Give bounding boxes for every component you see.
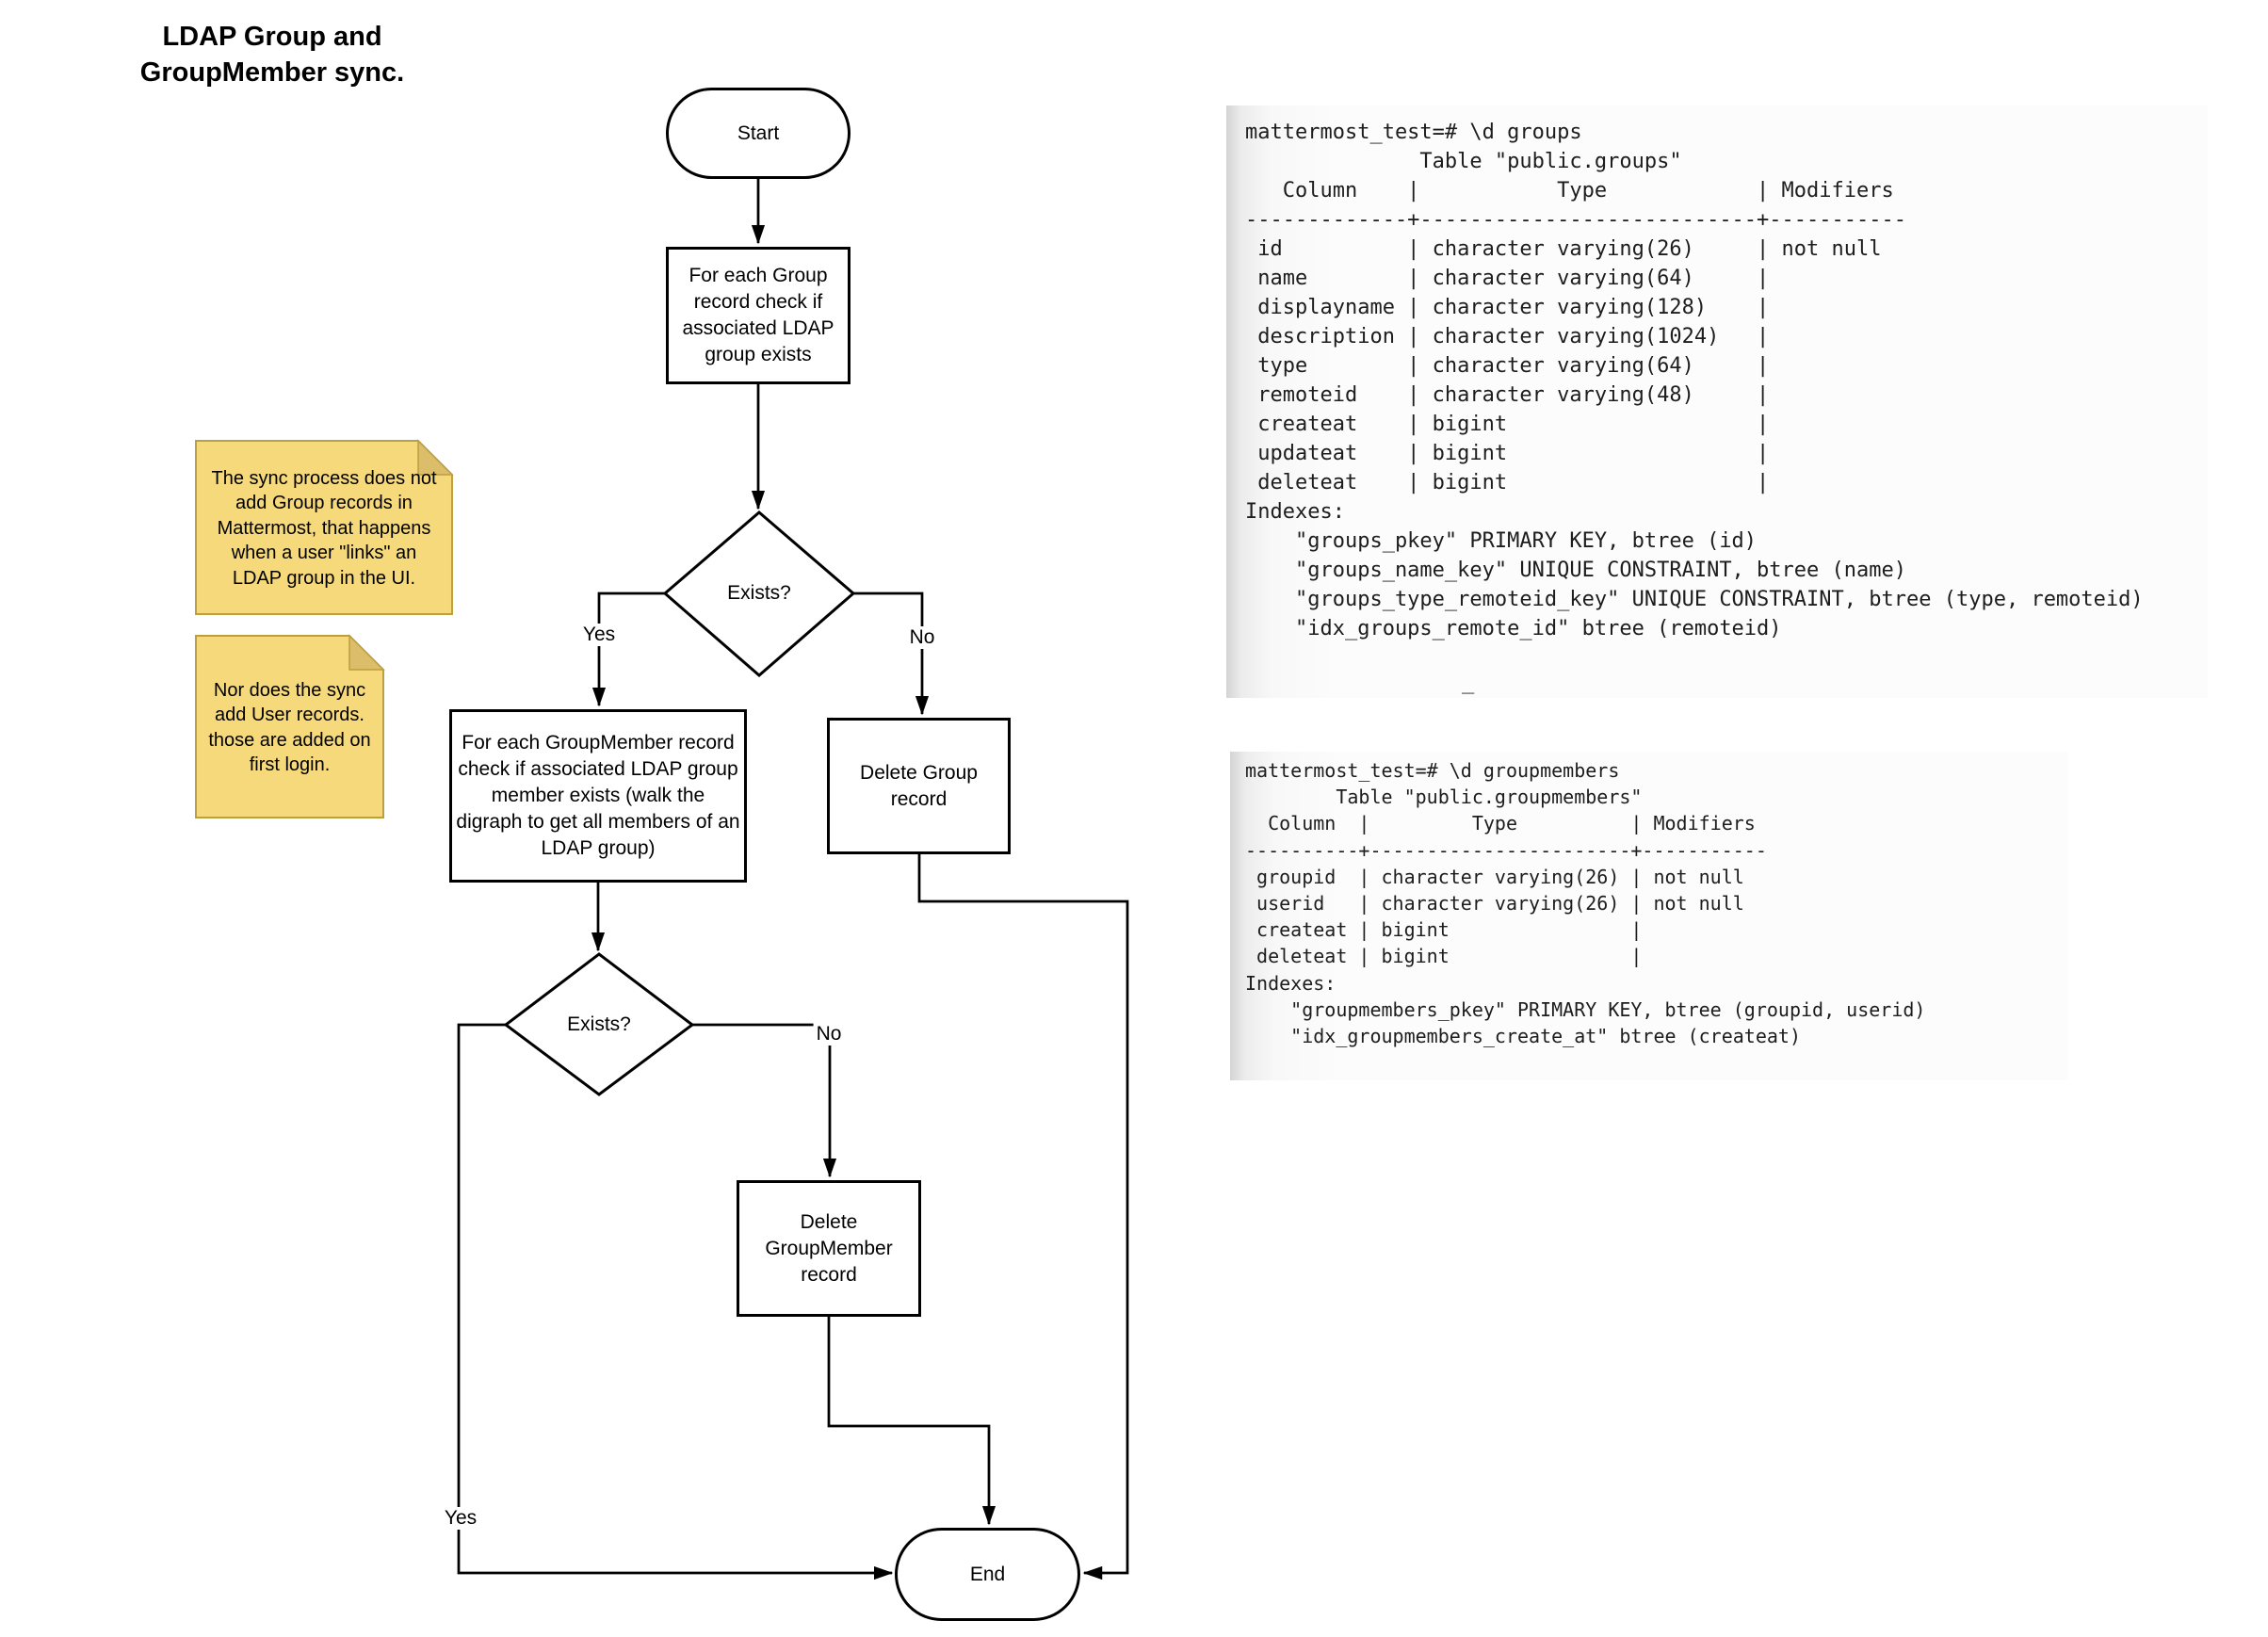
page-title: LDAP Group and GroupMember sync.	[139, 22, 405, 88]
connector-decision1-no-to-delete-group	[853, 592, 930, 716]
decision1-no-label: No	[906, 626, 938, 649]
psql-groupmembers-table-text: mattermost_test=# \d groupmembers Table …	[1245, 759, 1926, 1048]
decision2-label: Exists?	[567, 1013, 631, 1035]
flow-node-delete-groupmember-label: Delete GroupMember record	[765, 1210, 893, 1286]
connector-decision1-yes-to-step2	[591, 592, 665, 707]
sticky-note-1-text: The sync process does not add Group reco…	[211, 467, 437, 589]
decision2-diamond	[503, 952, 695, 1096]
connector-delete-gm-to-end	[827, 1317, 996, 1526]
psql-groups-table-text: mattermost_test=# \d groups Table "publi…	[1245, 121, 2144, 640]
flow-node-group-check: For each Group record check if associate…	[666, 247, 850, 384]
flow-node-groupmember-check-label: For each GroupMember record check if ass…	[456, 732, 740, 859]
terminal-cursor: _	[1462, 671, 1475, 694]
flow-node-start-label: Start	[737, 122, 780, 144]
sticky-note-2-fold-corner	[348, 634, 385, 671]
sticky-note-2-shape	[195, 635, 384, 818]
decision1-label: Exists?	[727, 582, 791, 604]
psql-groupmembers-table-output: mattermost_test=# \d groupmembers Table …	[1230, 752, 2068, 1080]
psql-groups-table-output: mattermost_test=# \d groups Table "publi…	[1226, 105, 2208, 698]
flow-node-group-check-label: For each Group record check if associate…	[682, 265, 834, 365]
flow-node-delete-groupmember: Delete GroupMember record	[737, 1180, 921, 1317]
connector-decision2-no-to-delete-gm	[692, 1023, 837, 1178]
flow-node-end: End	[895, 1528, 1080, 1621]
flow-node-start: Start	[666, 88, 850, 179]
sticky-note-2-text: Nor does the sync add User records. thos…	[208, 679, 371, 776]
flow-node-end-label: End	[969, 1563, 1006, 1585]
decision2-no-label: No	[813, 1023, 845, 1045]
flow-node-delete-group-label: Delete Group record	[860, 761, 978, 810]
decision2-yes-label: Yes	[441, 1507, 480, 1530]
decision1-diamond	[662, 511, 856, 677]
sticky-note-1-shape	[195, 440, 453, 615]
connector-decision2-yes-to-end	[457, 1023, 894, 1580]
decision1-yes-label: Yes	[579, 624, 619, 646]
connector-delete-group-to-end	[917, 854, 1129, 1580]
sticky-note-1-fold-corner	[417, 439, 454, 476]
flow-node-delete-group: Delete Group record	[827, 718, 1011, 854]
flow-node-groupmember-check: For each GroupMember record check if ass…	[449, 709, 747, 883]
